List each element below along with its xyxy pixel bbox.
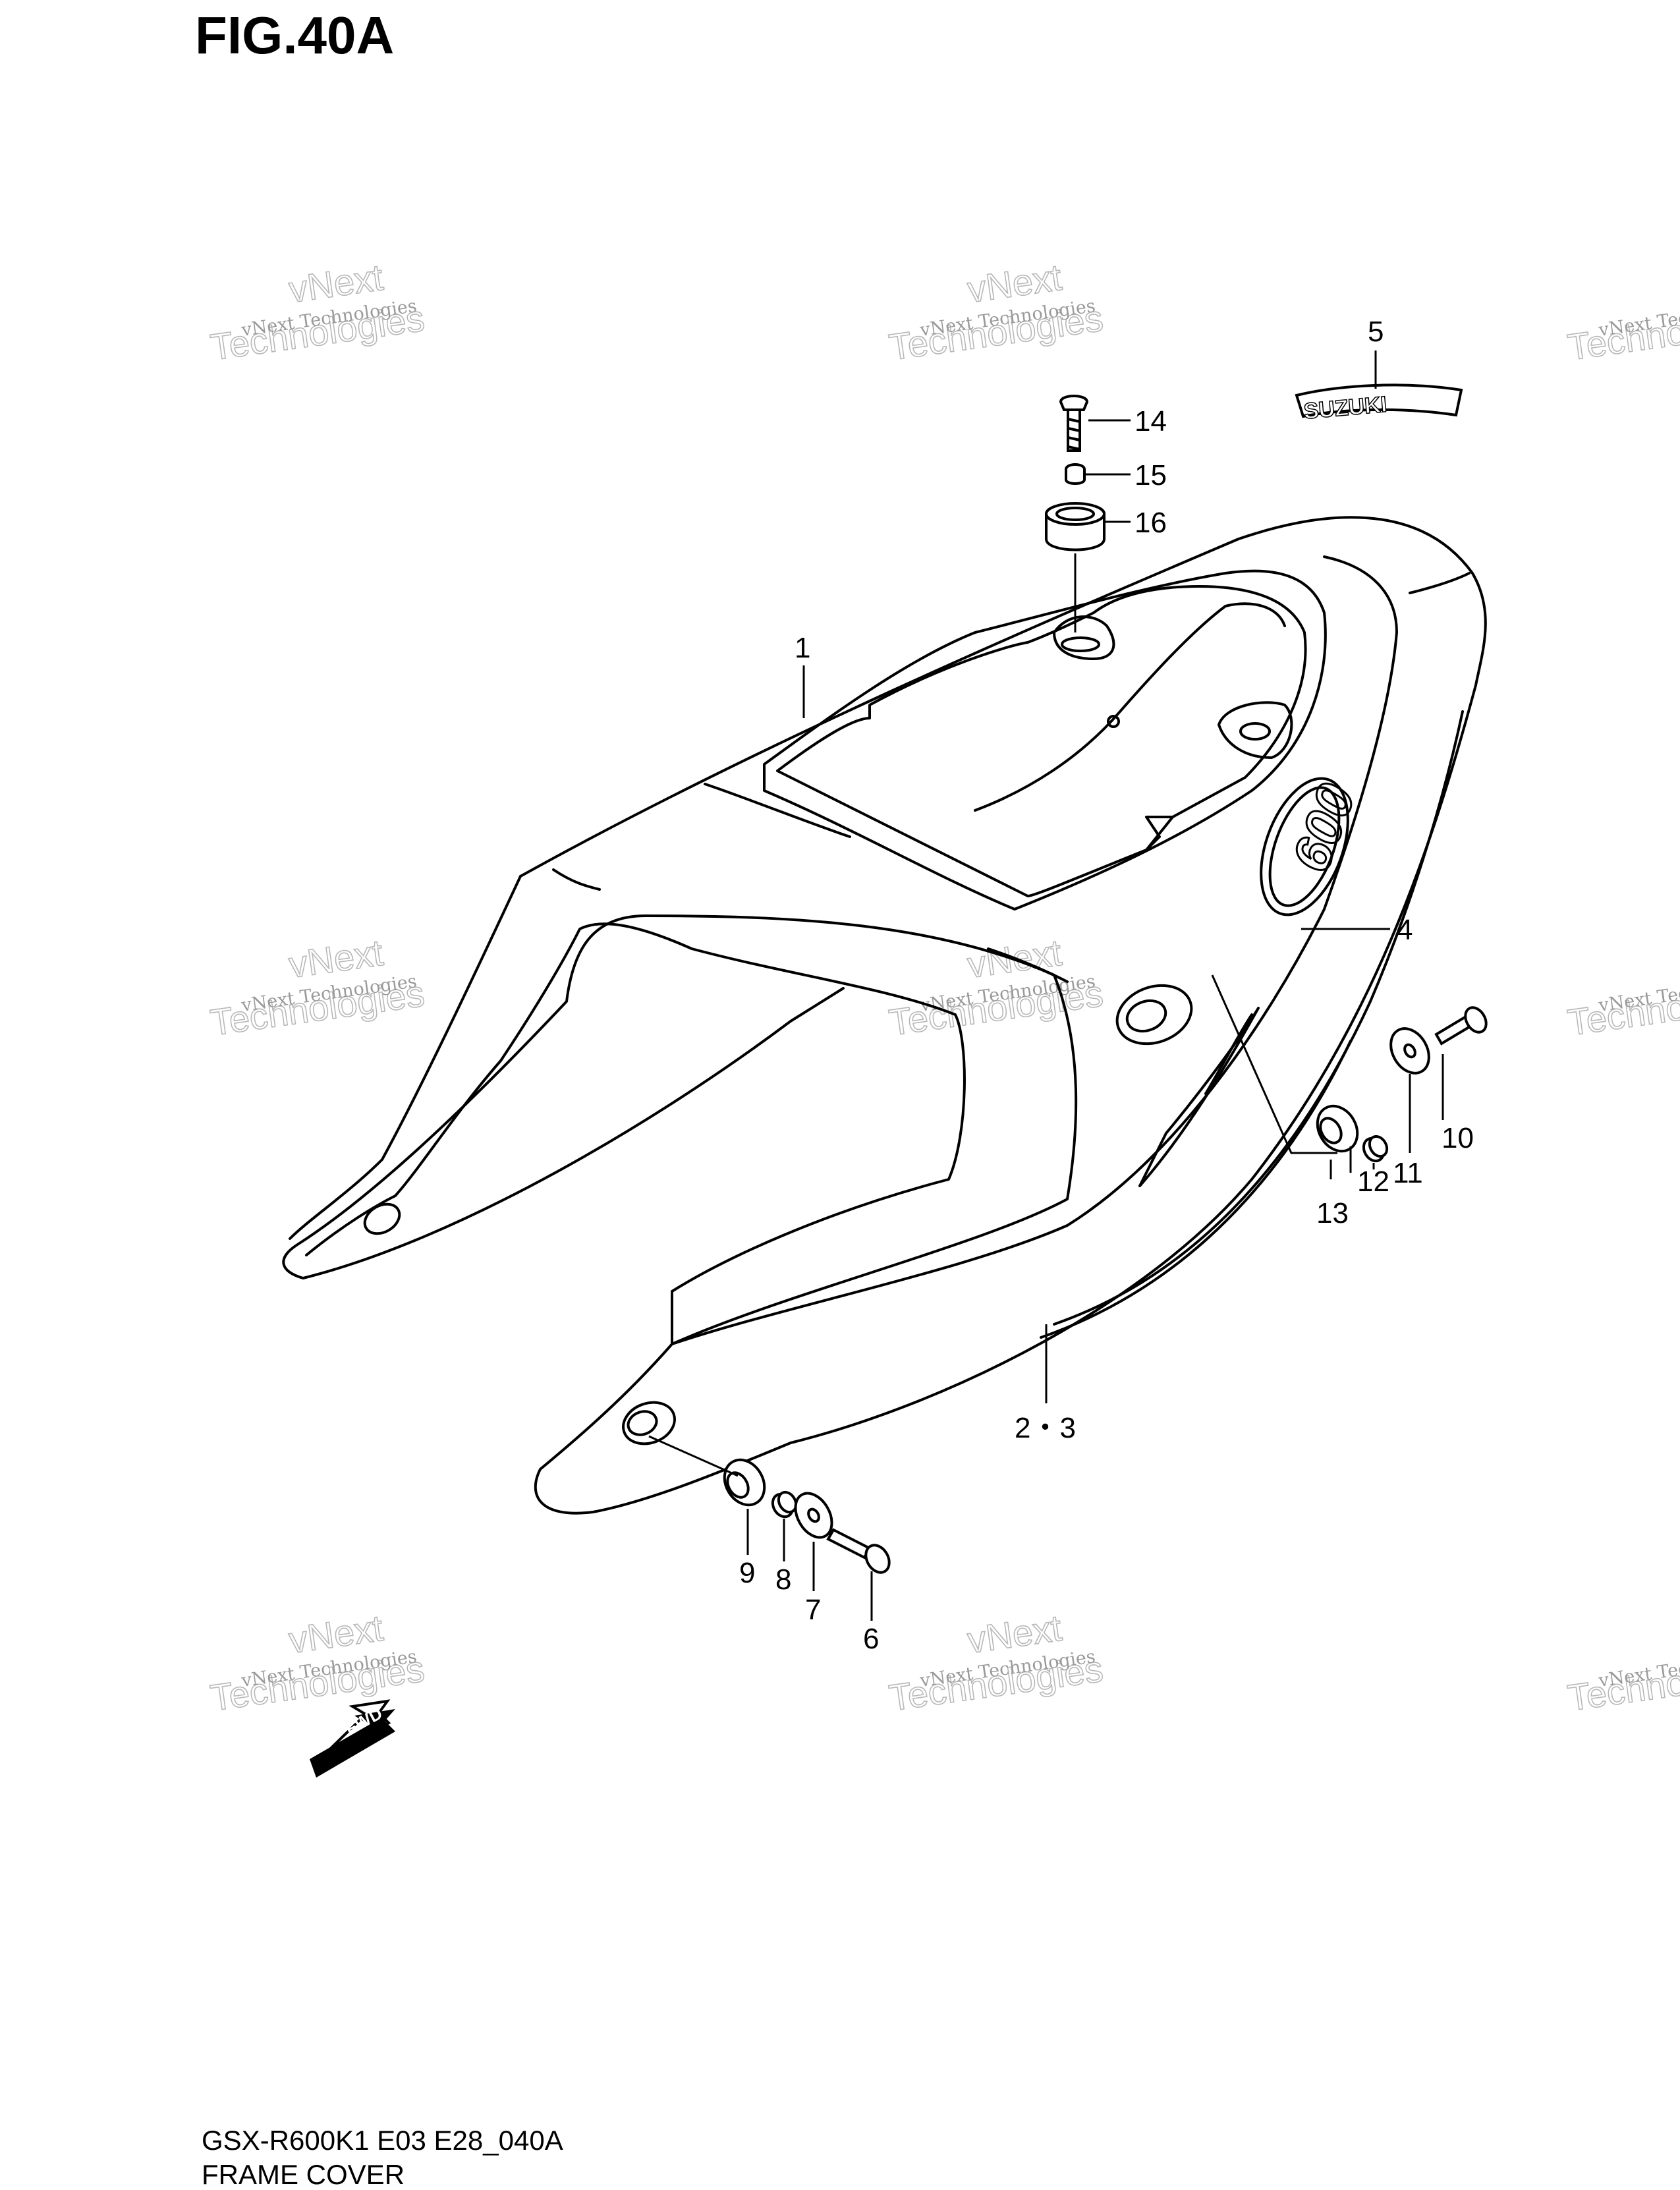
callout-12: 12 [1357,1165,1389,1198]
watermark-top-center: Technologies vNext Technologies vNext [886,256,1106,368]
seat-recess-outer [763,569,1327,911]
washer-11-icon [1389,1027,1430,1075]
side-panel-line-1 [1053,710,1464,1326]
watermark-bottom-left: Technologies vNext Technologies vNext [208,1606,428,1719]
side-panel-accent-1 [1138,1007,1260,1187]
callout-15: 15 [1134,459,1167,491]
seat-recess-inner-lip [974,602,1286,812]
screw-14-icon [1059,395,1089,452]
screw-6-icon [826,1528,891,1574]
washer-7-icon [794,1492,833,1539]
callout-16: 16 [1134,507,1167,539]
callout-4: 4 [1397,914,1413,946]
cover-crease-center [987,947,1069,983]
grommet-13-icon [1316,1104,1359,1153]
leader-lines [648,351,1444,1621]
top-mount-boss [1053,615,1115,660]
callout-1: 1 [795,632,810,664]
rear-grommet-outer [622,1401,676,1446]
callouts: 1 2・3 4 5 6 7 8 9 10 11 12 13 14 15 16 [739,316,1474,1655]
collar-8-icon [771,1490,798,1519]
side-panel-accent-2 [1204,1013,1253,1095]
cover-left-wing-rim [305,922,966,1345]
figure-title: FIG.40A [195,6,395,65]
screw-10-icon [1434,1006,1488,1046]
collar-15-icon [1065,463,1086,485]
collar-12-icon [1362,1135,1389,1163]
callout-10: 10 [1442,1122,1474,1154]
side-panel-line-2 [1040,1040,1352,1339]
grommet-9-icon [723,1458,766,1507]
callout-5: 5 [1368,316,1384,348]
rear-grommet-inner [627,1410,658,1436]
callout-6: 6 [863,1623,879,1655]
small-screw-hole [1107,715,1120,728]
cushion-16-icon [1045,502,1106,551]
callout-9: 9 [739,1557,755,1589]
frame-cover-drawing [282,516,1487,1515]
figure-name: FRAME COVER [202,2159,405,2190]
seat-recess-step [1145,816,1174,851]
right-grommet-inner [1125,999,1167,1033]
right-grommet-outer [1115,984,1193,1046]
callout-14: 14 [1134,405,1167,437]
top-mount-hole [1061,636,1100,652]
watermark-mid-center: Technologies vNext Technologies vNext [886,931,1106,1044]
left-wing-grommet [363,1202,401,1235]
callout-7: 7 [805,1594,821,1626]
hardware [723,395,1488,1574]
callout-2-3: 2・3 [1015,1412,1076,1444]
callout-8: 8 [775,1563,791,1596]
right-mount-hole [1239,722,1271,741]
forward-arrow-icon: FWD [310,1699,395,1778]
watermark-mid-right: Technologies vNext Technologies [1565,971,1680,1044]
model-emblem-inner [1268,786,1341,907]
callout-13: 13 [1316,1197,1349,1229]
suzuki-decal: SUZUKI [1295,383,1463,424]
watermark-bottom-center: Technologies vNext Technologies vNext [886,1606,1106,1719]
right-mount-boss [1218,701,1293,759]
cover-right-rim [671,555,1398,1345]
watermark-top-right: Technologies vNext Technologies [1565,296,1680,368]
cover-crease-right [1409,572,1470,594]
watermark-mid-left: Technologies vNext Technologies vNext [208,931,428,1044]
figure-code: GSX-R600K1 E03 E28_040A [202,2125,563,2156]
cover-crease-left [552,868,601,891]
callout-11: 11 [1393,1157,1423,1189]
cover-crease-mid [704,783,851,838]
cover-left-wing [289,875,522,1240]
cover-outline [282,516,1487,1515]
watermark-top-left: Technologies vNext Technologies vNext [208,256,428,368]
seat-recess-inner [776,585,1307,897]
model-emblem-outline [1260,777,1349,916]
watermark-bottom-right: Technologies vNext Technologies [1565,1646,1680,1719]
